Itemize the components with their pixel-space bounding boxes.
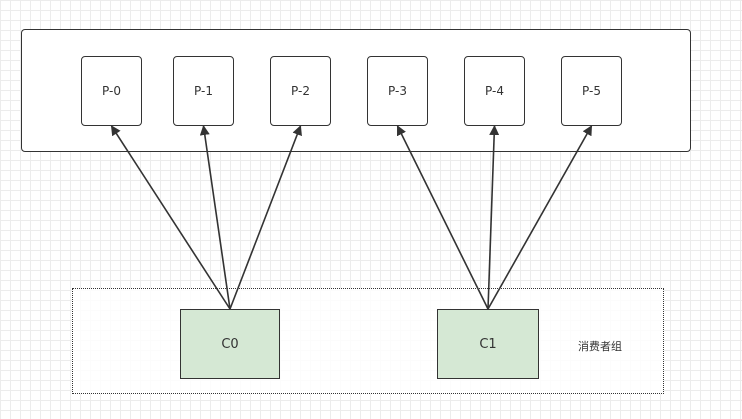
partition-label: P-4 bbox=[485, 84, 504, 98]
edge-c0-p0 bbox=[110, 125, 231, 310]
partition-label: P-5 bbox=[582, 84, 601, 98]
partition-p0: P-0 bbox=[81, 56, 142, 126]
partition-p5: P-5 bbox=[561, 56, 622, 126]
partition-label: P-3 bbox=[388, 84, 407, 98]
partition-label: P-2 bbox=[291, 84, 310, 98]
partition-label: P-1 bbox=[194, 84, 213, 98]
consumer-label: C0 bbox=[221, 336, 239, 352]
partition-p4: P-4 bbox=[464, 56, 525, 126]
edge-c1-p5 bbox=[487, 125, 593, 310]
consumer-c0: C0 bbox=[180, 309, 280, 379]
partition-p1: P-1 bbox=[173, 56, 234, 126]
partition-p2: P-2 bbox=[270, 56, 331, 126]
consumer-group-label: 消费者组 bbox=[578, 340, 622, 353]
consumer-group-box bbox=[72, 288, 664, 394]
edge-c0-p1 bbox=[199, 125, 231, 310]
edge-c0-p2 bbox=[229, 125, 302, 310]
partition-label: P-0 bbox=[102, 84, 121, 98]
partition-p3: P-3 bbox=[367, 56, 428, 126]
edge-c1-p4 bbox=[487, 125, 500, 310]
consumer-label: C1 bbox=[479, 336, 497, 352]
consumer-c1: C1 bbox=[437, 309, 539, 379]
edge-c1-p3 bbox=[396, 125, 489, 310]
